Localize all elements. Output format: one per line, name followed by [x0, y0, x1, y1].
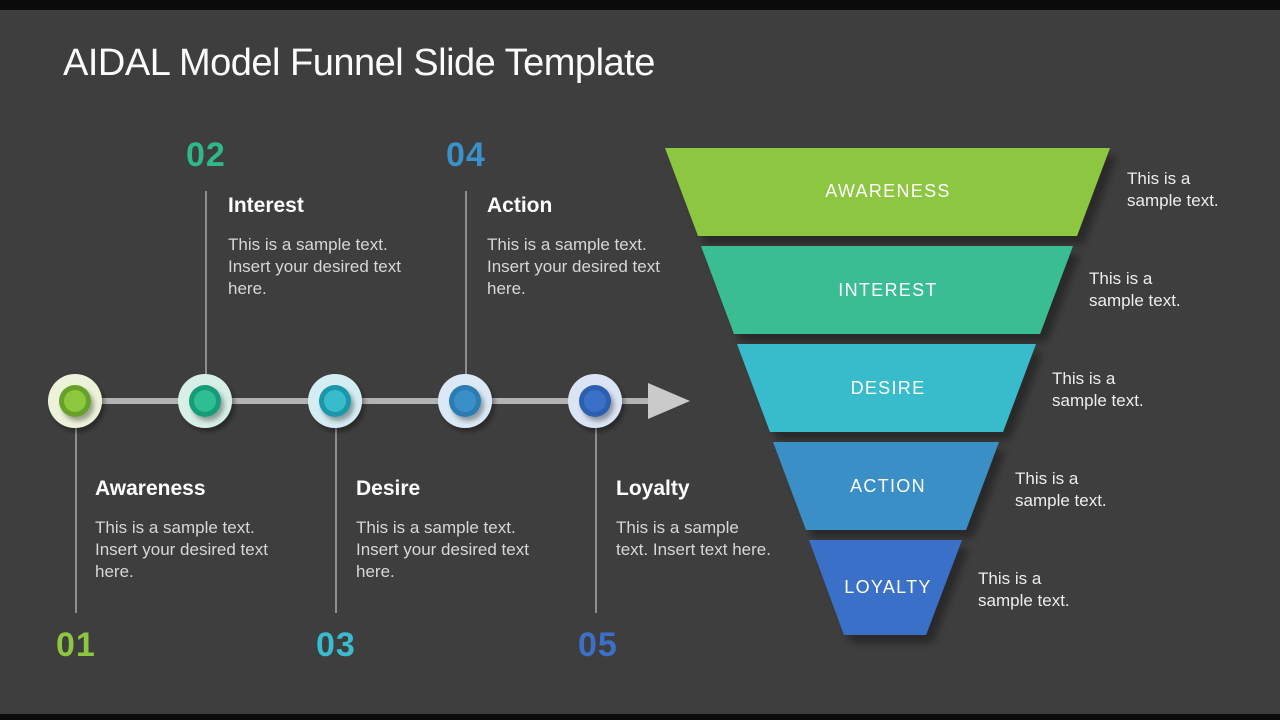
timeline-node-loyalty [568, 374, 622, 428]
funnel-stage-interest: INTEREST [701, 246, 1073, 334]
step-body-awareness: This is a sample text. Insert your desir… [95, 518, 268, 581]
funnel-stage-action: ACTION [773, 442, 999, 530]
node-dot [64, 390, 86, 412]
funnel-stage-label: DESIRE [851, 378, 926, 398]
step-number-01: 01 [56, 626, 96, 664]
step-number-04: 04 [446, 136, 486, 174]
timeline-arrow-icon [648, 383, 690, 419]
step-number-03: 03 [316, 626, 356, 664]
step-body-interest: This is a sample text. Insert your desir… [228, 235, 401, 298]
timeline-node-desire [308, 374, 362, 428]
bottom-border-bar [0, 714, 1280, 720]
funnel-stage-label: INTEREST [838, 280, 937, 300]
funnel-stage-awareness: AWARENESS [665, 148, 1110, 236]
funnel-caption-action: This is a sample text. [1015, 469, 1107, 510]
funnel-stage-desire: DESIRE [737, 344, 1036, 432]
funnel-caption-interest: This is a sample text. [1089, 269, 1181, 310]
funnel-stage-label: AWARENESS [825, 181, 950, 201]
funnel-caption-loyalty: This is a sample text. [978, 569, 1070, 610]
funnel-stage-label: LOYALTY [844, 577, 931, 597]
step-heading-awareness: Awareness [95, 477, 206, 500]
funnel-shape [809, 540, 962, 635]
funnel-caption-desire: This is a sample text. [1052, 369, 1144, 410]
node-dot [454, 390, 476, 412]
node-dot [324, 390, 346, 412]
funnel-shape [773, 442, 999, 530]
funnel-caption-awareness: This is a sample text. [1127, 169, 1219, 210]
step-heading-loyalty: Loyalty [616, 477, 690, 500]
timeline-node-awareness [48, 374, 102, 428]
node-dot [194, 390, 216, 412]
top-border-bar [0, 0, 1280, 10]
funnel-shape [665, 148, 1110, 236]
funnel-stage-label: ACTION [850, 476, 926, 496]
funnel-shape [701, 246, 1073, 334]
step-body-loyalty: This is a sample text. Insert text here. [616, 518, 771, 559]
step-heading-action: Action [487, 194, 553, 217]
node-dot [584, 390, 606, 412]
funnel-stage-loyalty: LOYALTY [809, 540, 962, 635]
step-body-desire: This is a sample text. Insert your desir… [356, 518, 529, 581]
step-number-02: 02 [186, 136, 226, 174]
step-heading-desire: Desire [356, 477, 421, 500]
step-number-05: 05 [578, 626, 618, 664]
funnel-shape [737, 344, 1036, 432]
step-heading-interest: Interest [228, 194, 304, 217]
slide-title: AIDAL Model Funnel Slide Template [63, 42, 655, 84]
timeline-node-action [438, 374, 492, 428]
timeline-node-interest [178, 374, 232, 428]
step-body-action: This is a sample text. Insert your desir… [487, 235, 660, 298]
